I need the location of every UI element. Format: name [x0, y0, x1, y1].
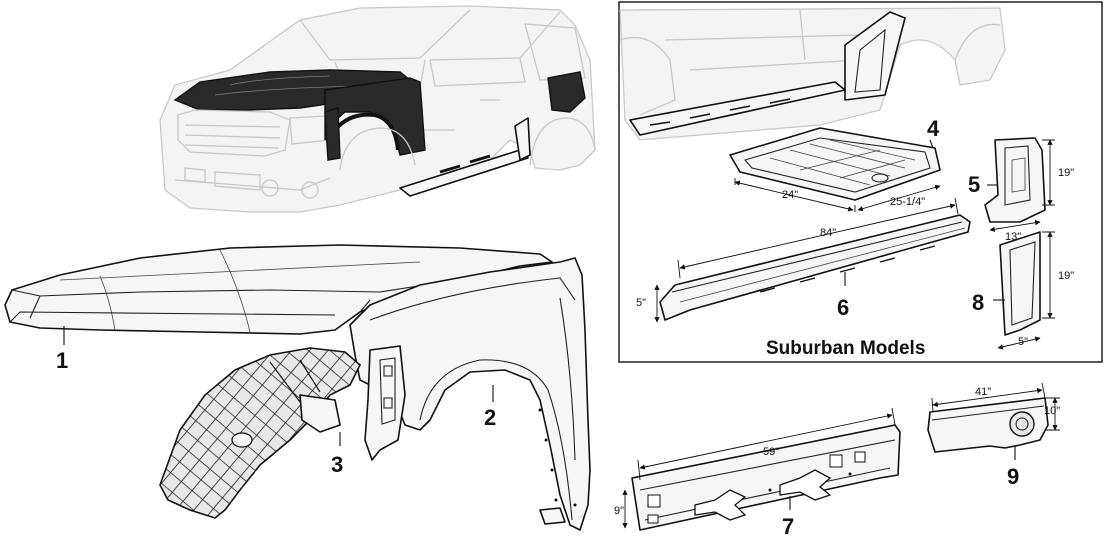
callout-8: 8 [972, 290, 984, 315]
quarter-panel-part [927, 397, 1049, 453]
dim-lower-pillar-width: 5" [1018, 336, 1028, 348]
hinge-bracket-part [364, 345, 406, 461]
dim-floor-width: 24" [782, 189, 798, 201]
dim-pillar-height: 19" [1058, 167, 1074, 179]
callout-9: 9 [1007, 464, 1019, 489]
callout-3: 3 [331, 452, 343, 477]
callout-4: 4 [927, 116, 940, 141]
dim-quarter-length: 41" [975, 386, 991, 398]
dim-cab-corner-length: 59" [763, 446, 779, 458]
dim-rocker-height: 5" [636, 297, 646, 309]
callout-6: 6 [837, 295, 849, 320]
inner-rocker-part [631, 424, 901, 531]
dim-rocker-length: 84" [820, 227, 836, 239]
callout-2: 2 [484, 405, 496, 430]
dim-floor-depth: 25-1/4" [890, 196, 925, 208]
callout-7: 7 [782, 514, 794, 539]
dim-lower-pillar-height: 19" [1058, 270, 1074, 282]
wheelhouse-liner-part [159, 347, 361, 519]
suburban-overview [619, 7, 1006, 141]
vehicle-overview [159, 5, 596, 213]
callout-1: 1 [56, 348, 68, 373]
callout-5: 5 [968, 172, 980, 197]
dim-cab-corner-height: 9" [614, 505, 624, 517]
inset-title: Suburban Models [766, 338, 925, 359]
lower-pillar-part [999, 231, 1041, 336]
dim-quarter-height: 10" [1044, 405, 1060, 417]
